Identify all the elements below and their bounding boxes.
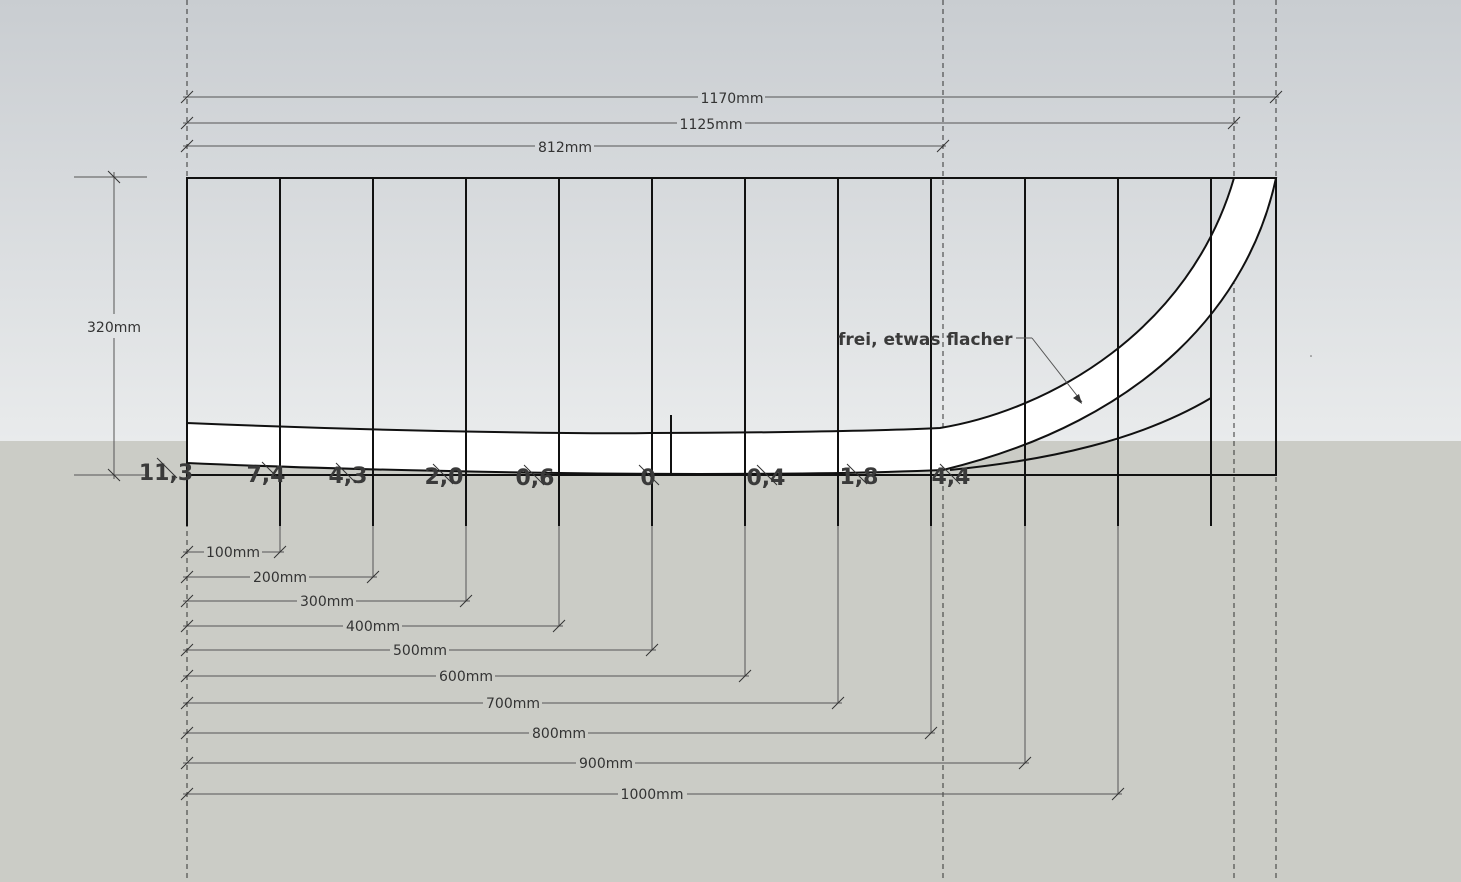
dimension-label: 812mm — [538, 140, 592, 156]
station-value: 0,6 — [516, 466, 555, 491]
bottom-dimension-900: 900mm — [180, 756, 1032, 772]
annotation-arrowhead — [1073, 394, 1082, 404]
station-value: 2,0 — [425, 465, 464, 490]
station-value: 0,4 — [747, 466, 786, 491]
station-value: 11,3 — [139, 461, 193, 486]
bottom-dimension-300: 300mm — [180, 594, 473, 610]
dimension-label: 500mm — [393, 643, 447, 659]
ramp-lower-curve — [949, 397, 1212, 471]
bottom-dimension-600: 600mm — [180, 669, 752, 685]
top-dimension-1170: 1170mm — [180, 90, 1283, 107]
station-value: 4,4 — [932, 465, 971, 490]
dimension-label: 100mm — [206, 545, 260, 561]
dimension-label: 800mm — [532, 726, 586, 742]
dimension-label: 400mm — [346, 619, 400, 635]
bottom-dimension-500: 500mm — [180, 643, 659, 659]
ground-background — [0, 441, 1461, 882]
height-dimension-320: 320mm — [74, 170, 147, 482]
dimension-label: 300mm — [300, 594, 354, 610]
dimension-label: 700mm — [486, 696, 540, 712]
bottom-dimension-800: 800mm — [180, 726, 938, 742]
station-value: 0 — [640, 466, 655, 491]
dimension-label: 1125mm — [680, 117, 743, 133]
dimension-label: 1000mm — [621, 787, 684, 803]
dimension-label: 600mm — [439, 669, 493, 685]
station-value: 4,3 — [329, 464, 368, 489]
bottom-dimension-100: 100mm — [180, 545, 287, 561]
station-value: 1,8 — [840, 465, 879, 490]
station-ticks — [156, 457, 961, 486]
bottom-dimension-700: 700mm — [180, 696, 845, 712]
top-dimension-1125: 1125mm — [180, 116, 1241, 133]
station-values: 11,3 7,4 4,3 2,0 0,6 0 0,4 1,8 4,4 — [139, 461, 971, 491]
bottom-dimension-200: 200mm — [180, 570, 380, 586]
dimension-label: 900mm — [579, 756, 633, 772]
bottom-extension-lines — [279, 526, 1119, 794]
annotation-text: frei, etwas flacher — [838, 330, 1013, 350]
dimension-label: 1170mm — [701, 91, 764, 107]
top-dimension-812: 812mm — [180, 139, 950, 156]
dimension-label: 200mm — [253, 570, 307, 586]
height-label: 320mm — [87, 320, 141, 336]
annotation: frei, etwas flacher — [838, 330, 1083, 404]
station-lines — [186, 178, 1212, 526]
bottom-dimension-400: 400mm — [180, 619, 566, 635]
station-value: 7,4 — [247, 463, 286, 488]
bottom-dimension-1000: 1000mm — [180, 787, 1125, 803]
stray-dot — [1310, 355, 1312, 357]
